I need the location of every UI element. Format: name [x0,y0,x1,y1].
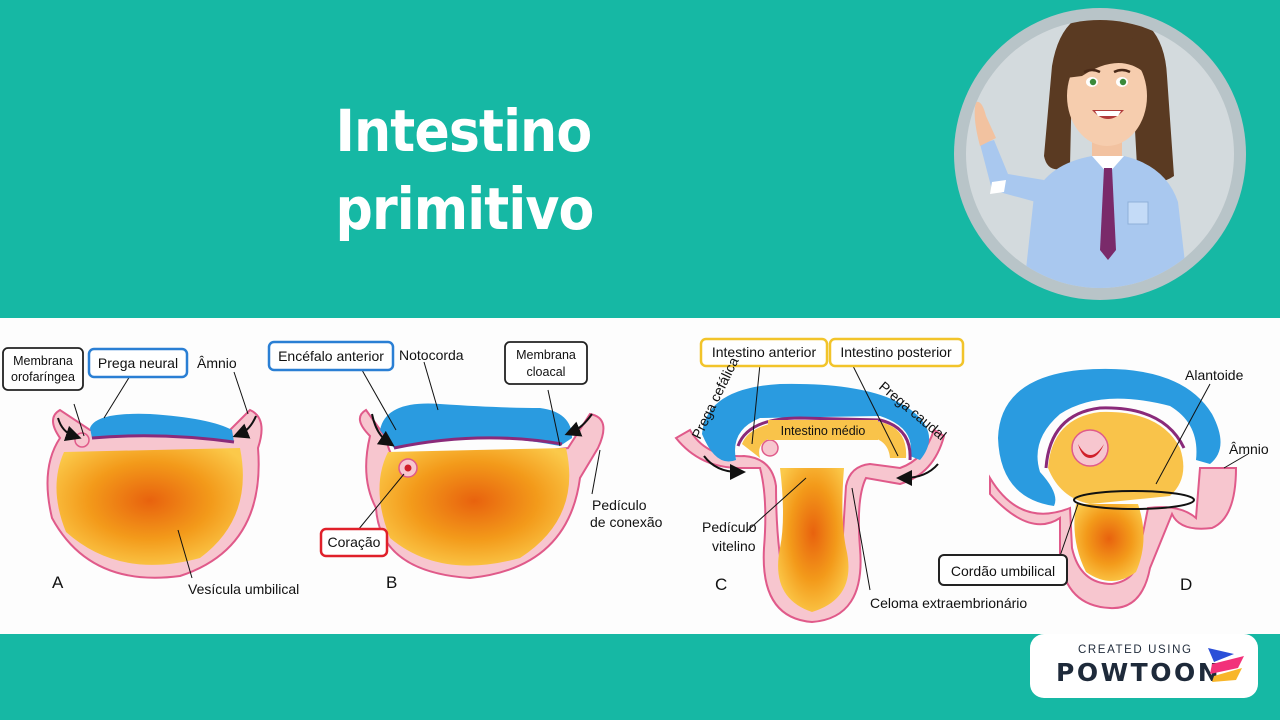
panel-d: Alantoide Âmnio Cordão umbilical D [939,367,1269,608]
embryo-folding-diagram: Membrana orofaríngea Prega neural Âmnio … [0,318,1280,634]
panel-c-yolk-stalk [778,468,848,612]
label-cordao-umbilical: Cordão umbilical [951,563,1055,579]
label-encefalo-anterior: Encéfalo anterior [278,348,384,364]
label-membrana-cloacal-2: cloacal [527,365,566,379]
panel-b: Encéfalo anterior Notocorda Membrana clo… [269,342,663,592]
panel-d-yolk [1074,504,1143,581]
label-membrana-orofaringea-1: Membrana [13,354,73,368]
badge-created-using: CREATED USING [1078,644,1193,656]
label-intestino-medio: Intestino médio [781,424,866,438]
label-alantoide: Alantoide [1185,367,1244,383]
powtoon-logo-icon [1204,644,1248,684]
label-intestino-posterior: Intestino posterior [840,344,952,360]
title-line-1: Intestino [336,92,579,170]
label-pediculo-conexao-1: Pedículo [592,497,647,513]
label-membrana-cloacal-1: Membrana [516,348,576,362]
panel-letter-b: B [386,573,397,592]
label-vesicula-umbilical: Vesícula umbilical [188,581,299,597]
panel-letter-d: D [1180,575,1192,594]
label-celoma: Celoma extraembrionário [870,595,1027,611]
panel-a: Membrana orofaríngea Prega neural Âmnio … [3,348,299,597]
label-membrana-orofaringea-2: orofaríngea [11,370,75,384]
panel-letter-a: A [52,573,64,592]
label-pediculo-vitelino-1: Pedículo [702,519,757,535]
label-amnio-d: Âmnio [1229,441,1269,457]
presenter-avatar [952,6,1248,302]
label-pediculo-vitelino-2: vitelino [712,538,756,554]
slide-title: Intestino primitivo [336,92,579,248]
label-coracao: Coração [328,534,381,550]
badge-brand-name: POWTOON [1056,658,1221,687]
panel-letter-c: C [715,575,727,594]
label-notocorda: Notocorda [399,347,464,363]
label-prega-neural: Prega neural [98,355,178,371]
panel-d-gut [1048,412,1183,504]
title-line-2: primitivo [336,170,579,248]
label-pediculo-conexao-2: de conexão [590,514,663,530]
label-amnio-a: Âmnio [197,355,237,371]
powtoon-badge[interactable]: CREATED USING POWTOON [1030,634,1258,698]
